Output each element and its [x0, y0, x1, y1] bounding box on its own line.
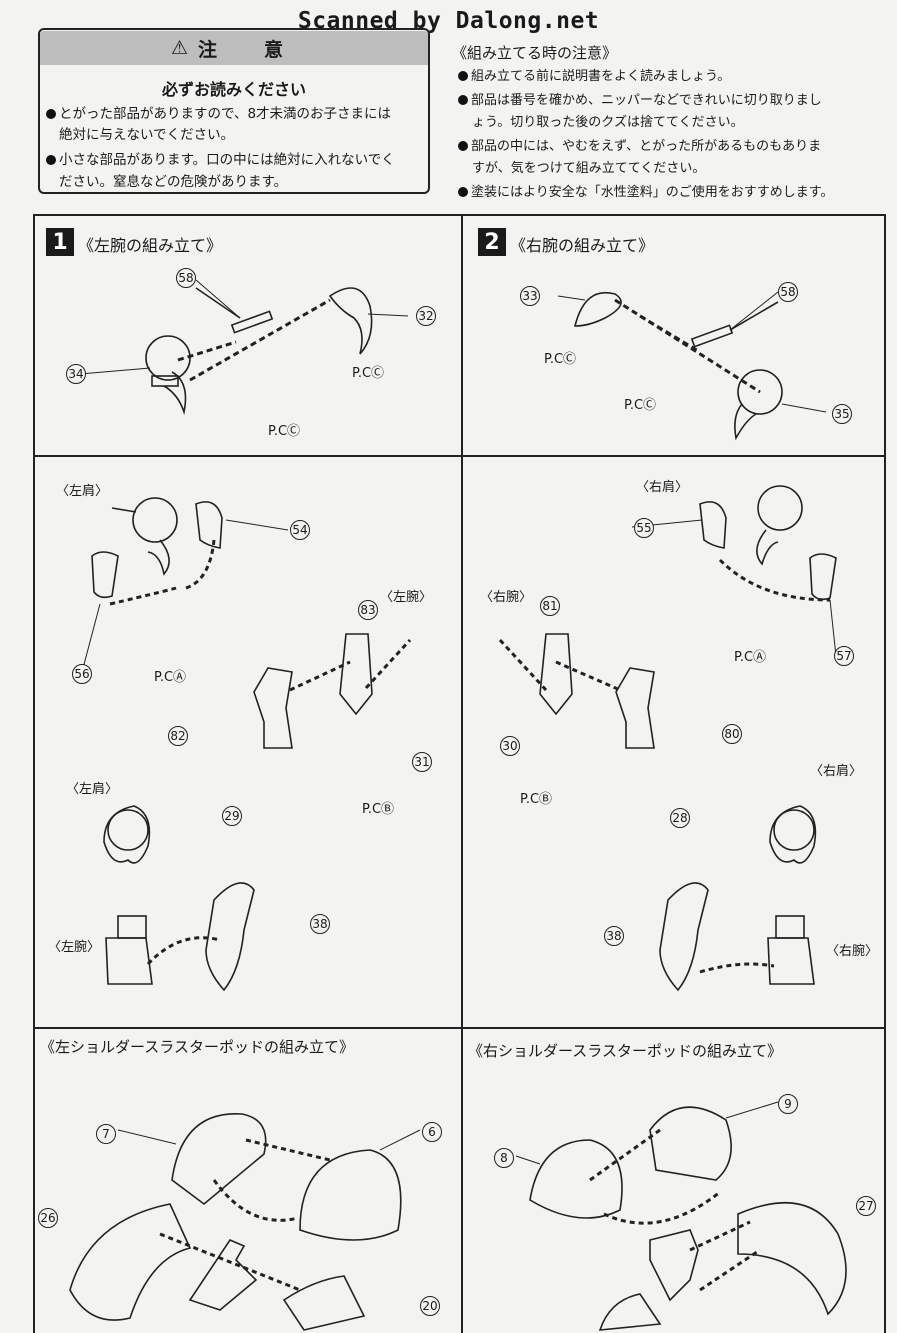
right-thruster-title: 《右ショルダースラスターポッドの組み立て》: [468, 1042, 782, 1060]
left-thruster-title: 《左ショルダースラスターポッドの組み立て》: [40, 1038, 354, 1056]
right-shoulder-label: 〈右肩〉: [810, 764, 863, 779]
caution-subtitle: 必ずお読みください: [161, 80, 306, 99]
left-shoulder-label: 〈左肩〉: [56, 484, 109, 499]
step-1-number: 1: [46, 228, 74, 256]
part-number: 27: [856, 1196, 876, 1216]
caution-line-2: 絶対に与えないでください。: [59, 127, 235, 143]
caution-line-3: 小さな部品があります。口の中には絶対に入れないでく: [46, 150, 395, 171]
part-number: 7: [96, 1124, 116, 1144]
part-number: 38: [604, 926, 624, 946]
right-shoulder-label: 〈右肩〉: [636, 480, 689, 495]
bullet-icon: [458, 95, 468, 105]
part-number: 9: [778, 1094, 798, 1114]
left-shoulder-label: 〈左肩〉: [66, 782, 119, 797]
assembly-notes-title: 《組み立てる時の注意》: [452, 44, 618, 62]
note-line-6: 塗装にはより安全な「水性塗料」のご使用をおすすめします。: [458, 182, 888, 204]
right-shoulder-drawing: [539, 485, 837, 992]
right-arm-label: 〈右腕〉: [480, 590, 533, 605]
left-arm-label: 〈左腕〉: [48, 940, 101, 955]
step-1-title: 《左腕の組み立て》: [78, 236, 223, 255]
part-number: 80: [722, 724, 742, 744]
part-number: 57: [834, 646, 854, 666]
pc-c-label: P.CⒸ: [352, 366, 385, 381]
part-number: 8: [494, 1148, 514, 1168]
caution-title: ⚠ 注 意: [40, 31, 428, 65]
part-number: 55: [634, 518, 654, 538]
note-line-1: 組み立てる前に説明書をよく読みましょう。: [458, 66, 888, 88]
right-arm-label: 〈右腕〉: [826, 944, 879, 959]
panel-divider-vertical: [461, 214, 463, 1333]
step-2-number: 2: [478, 228, 506, 256]
part-number: 28: [670, 808, 690, 828]
caution-line-4: ださい。窒息などの危険があります。: [59, 174, 288, 190]
left-shoulder-drawing: [91, 497, 373, 992]
left-thruster-drawing: [69, 1113, 402, 1331]
part-number: 29: [222, 806, 242, 826]
part-number: 35: [832, 404, 852, 424]
right-arm-shoulder-drawing: [573, 292, 783, 441]
part-number: 20: [420, 1296, 440, 1316]
warning-triangle-icon: ⚠: [170, 37, 189, 59]
note-line-3: ょう。切り取った後のクズは捨ててください。: [472, 115, 744, 130]
right-thruster-drawing: [529, 1106, 847, 1331]
left-arm-shoulder-drawing: [145, 287, 373, 416]
pc-c-label: P.CⒸ: [544, 352, 577, 367]
pc-b-label: P.CⒷ: [520, 792, 553, 807]
bullet-icon: [46, 155, 56, 165]
caution-line-1: とがった部品がありますので、8才未満のお子さまには: [46, 104, 391, 125]
step-2-title: 《右腕の組み立て》: [510, 236, 655, 255]
part-number: 56: [72, 664, 92, 684]
bullet-icon: [46, 109, 56, 119]
part-number: 83: [358, 600, 378, 620]
part-number: 32: [416, 306, 436, 326]
pc-a-label: P.CⒶ: [154, 670, 187, 685]
pc-c-label: P.CⒸ: [268, 424, 301, 439]
panel-divider-2: [33, 1027, 886, 1029]
bullet-icon: [458, 71, 468, 81]
part-number: 82: [168, 726, 188, 746]
note-line-2: 部品は番号を確かめ、ニッパーなどできれいに切り取りまし: [458, 90, 888, 112]
left-arm-label: 〈左腕〉: [380, 590, 433, 605]
bullet-icon: [458, 141, 468, 151]
panel-divider-1: [33, 455, 886, 457]
pc-a-label: P.CⒶ: [734, 650, 767, 665]
part-number: 26: [38, 1208, 58, 1228]
part-number: 31: [412, 752, 432, 772]
part-number: 38: [310, 914, 330, 934]
caution-box: [38, 28, 430, 194]
part-number: 54: [290, 520, 310, 540]
part-number: 81: [540, 596, 560, 616]
part-number: 58: [778, 282, 798, 302]
part-number: 6: [422, 1122, 442, 1142]
note-line-5: すが、気をつけて組み立ててください。: [472, 161, 706, 176]
pc-b-label: P.CⒷ: [362, 802, 395, 817]
bullet-icon: [458, 187, 468, 197]
pc-c-label: P.CⒸ: [624, 398, 657, 413]
instruction-panel: [33, 214, 886, 1333]
part-number: 34: [66, 364, 86, 384]
part-number: 33: [520, 286, 540, 306]
note-line-4: 部品の中には、やむをえず、とがった所があるものもありま: [458, 136, 888, 158]
part-number: 58: [176, 268, 196, 288]
part-number: 30: [500, 736, 520, 756]
